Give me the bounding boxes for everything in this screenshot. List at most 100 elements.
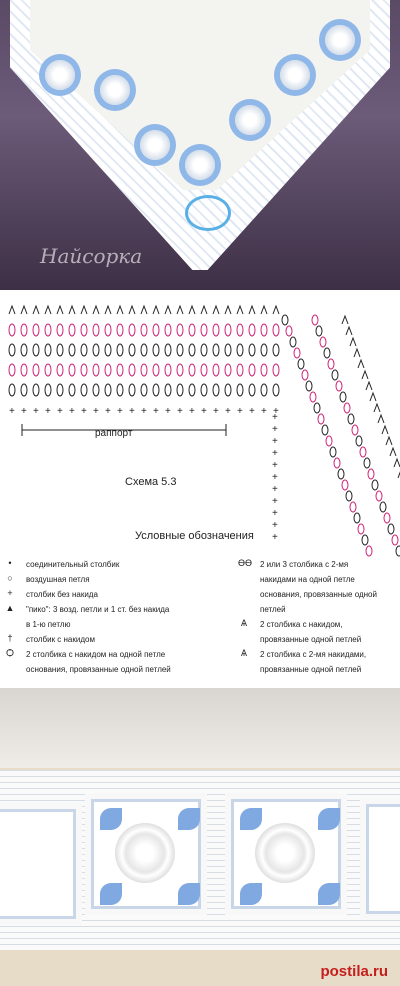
legend-text: основания, провязанные одной: [260, 590, 377, 599]
picot-symbol: [224, 304, 232, 315]
stitch-symbol: [345, 490, 353, 502]
stitch-symbol: [128, 383, 136, 397]
crochet-diagram: ++++++++++++++++++++++++++++++++++ раппо…: [0, 290, 400, 688]
stitch-symbol: [236, 383, 244, 397]
sc-symbol: +: [272, 472, 278, 483]
stitch-symbol: [176, 363, 184, 377]
stitch-symbol: [387, 523, 395, 535]
stitch-symbol: [327, 358, 335, 370]
sc-symbol: +: [21, 406, 27, 417]
stitch-symbol: [164, 383, 172, 397]
background-cloth: [0, 688, 400, 768]
stitch-symbol: [80, 343, 88, 357]
picot-symbol: [272, 304, 280, 315]
stitch-symbol: [164, 343, 172, 357]
legend-text: провязанные одной петлей: [260, 665, 362, 674]
picot-symbol: [373, 402, 381, 413]
leaf-motif: [318, 883, 340, 905]
legend-symbol-icon: Ѧ: [240, 648, 247, 658]
picot-symbol: [140, 304, 148, 315]
stitch-symbol: [176, 383, 184, 397]
sc-symbol: +: [105, 406, 111, 417]
picot-symbol: [341, 314, 349, 325]
legend-symbol-icon: ○: [7, 573, 13, 583]
stitch-symbol: [323, 347, 331, 359]
sc-symbol: +: [273, 406, 279, 417]
legend-text: соединительный столбик: [26, 560, 120, 569]
sc-symbol: +: [93, 406, 99, 417]
stitch-symbol: [305, 380, 313, 392]
picot-symbol: [164, 304, 172, 315]
stitch-symbol: [395, 545, 400, 557]
stitch-symbol: [44, 363, 52, 377]
stitch-symbol: [347, 413, 355, 425]
stitch-symbol: [164, 363, 172, 377]
stitch-symbol: [383, 512, 391, 524]
stitch-symbol: [188, 383, 196, 397]
stitch-symbol: [293, 347, 301, 359]
stitch-symbol: [272, 383, 280, 397]
stitch-symbol: [116, 323, 124, 337]
stitch-symbol: [331, 369, 339, 381]
legend-symbol-icon: Ѧ: [240, 618, 247, 628]
sc-symbol: +: [177, 406, 183, 417]
stitch-symbol: [309, 391, 317, 403]
sc-symbol: +: [272, 508, 278, 519]
stitch-symbol: [152, 323, 160, 337]
rose-motif: [280, 60, 310, 90]
stitch-symbol: [104, 363, 112, 377]
stitch-symbol: [212, 323, 220, 337]
sc-symbol: +: [69, 406, 75, 417]
sc-symbol: +: [225, 406, 231, 417]
picot-symbol: [248, 304, 256, 315]
sc-symbol: +: [153, 406, 159, 417]
legend-text: 2 столбика с накидом на одной петле: [26, 650, 166, 659]
stitch-symbol: [248, 343, 256, 357]
stitch-symbol: [80, 383, 88, 397]
stitch-symbol: [140, 343, 148, 357]
sc-symbol: +: [45, 406, 51, 417]
stitch-symbol: [248, 323, 256, 337]
stitch-symbol: [236, 323, 244, 337]
sc-symbol: +: [261, 406, 267, 417]
stitch-symbol: [68, 383, 76, 397]
stitch-symbol: [92, 363, 100, 377]
stitch-symbol: [68, 323, 76, 337]
stitch-symbol: [188, 363, 196, 377]
legend-text: столбик без накида: [26, 590, 98, 599]
legend-text: провязанные одной петлей: [260, 635, 362, 644]
picot-symbol: [68, 304, 76, 315]
picot-symbol: [365, 380, 373, 391]
stitch-symbol: [363, 457, 371, 469]
picot-symbol: [20, 304, 28, 315]
stitch-symbol: [355, 435, 363, 447]
stitch-symbol: [375, 490, 383, 502]
stitch-symbol: [176, 343, 184, 357]
stitch-symbol: [92, 343, 100, 357]
picot-symbol: [212, 304, 220, 315]
legend-text: воздушная петля: [26, 575, 90, 584]
sc-symbol: +: [272, 484, 278, 495]
stitch-symbol: [152, 383, 160, 397]
legend-text: в 1-ю петлю: [26, 620, 71, 629]
stitch-symbol: [128, 363, 136, 377]
stitch-symbol: [367, 468, 375, 480]
stitch-symbol: [357, 523, 365, 535]
stitch-symbol: [8, 383, 16, 397]
picot-symbol: [116, 304, 124, 315]
stitch-symbol: [371, 479, 379, 491]
sc-symbol: +: [272, 496, 278, 507]
legend-symbol-icon: •: [8, 558, 12, 568]
rose-motif: [235, 105, 265, 135]
stitch-symbol: [224, 323, 232, 337]
stitch-symbol: [359, 446, 367, 458]
stitch-symbol: [361, 534, 369, 546]
picot-symbol: [353, 347, 361, 358]
stitch-symbol: [116, 383, 124, 397]
stitch-symbol: [224, 363, 232, 377]
sc-symbol: +: [117, 406, 123, 417]
stitch-symbol: [80, 323, 88, 337]
stitch-symbol: [343, 402, 351, 414]
stitch-symbol: [116, 343, 124, 357]
rose-motif: [100, 75, 130, 105]
